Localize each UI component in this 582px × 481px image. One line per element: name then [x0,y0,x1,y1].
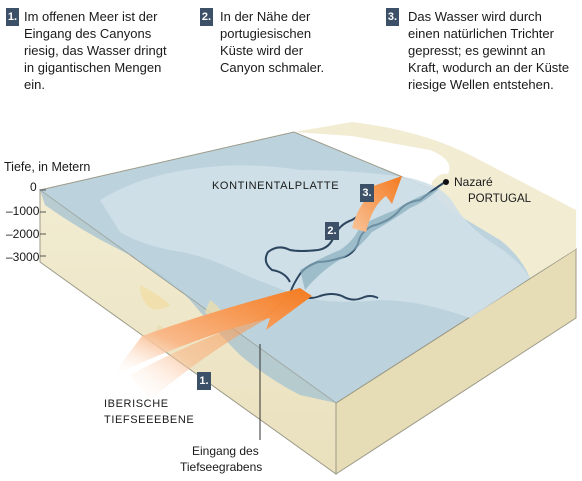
nazare-label: Nazaré [454,175,493,189]
continental-shelf [100,165,530,318]
step-1-badge: 1. [6,8,19,26]
entrance-label-2: Tiefseegrabens [180,460,263,474]
canyon-floor [300,188,440,290]
depth-tick-label: –3000 [6,250,40,264]
abyssal-plain [40,190,336,403]
step-1-text: Im offenen Meer ist der Eingang des Cany… [24,9,167,92]
sediment-patch [140,285,170,310]
map-badge-1: 1. [197,372,211,390]
depth-scale-title: Tiefe, in Metern [4,160,91,174]
step-3-text: Das Wasser wird durch einen natürlichen … [408,9,570,92]
continental-plate-label: KONTINENTALPLATTE [212,180,340,192]
step-3-badge: 3. [386,8,399,26]
depth-tick-label: 0 [30,180,37,194]
depth-tick-label: –1000 [6,204,40,218]
step-2-badge: 2. [200,8,213,26]
map-badge-3: 3. [360,184,374,202]
map-badge-2: 2. [325,222,339,240]
portugal-land [294,122,576,278]
iberian-plain-label-1: IBERISCHE [104,398,169,410]
step-2-text: In der Nähe der portugiesischen Küste wi… [220,9,325,75]
wave-arrow-main [112,288,312,376]
iberian-plain-label-2: TIEFSEEEBENE [104,414,195,426]
nazare-dot [443,179,449,185]
wave-arrow-main [130,288,300,400]
depth-tick-label: –2000 [6,227,40,241]
entrance-label-1: Eingang des [192,444,259,458]
portugal-label: PORTUGAL [468,193,532,205]
canyon-outline [299,293,379,301]
canyon-outline [264,204,371,283]
